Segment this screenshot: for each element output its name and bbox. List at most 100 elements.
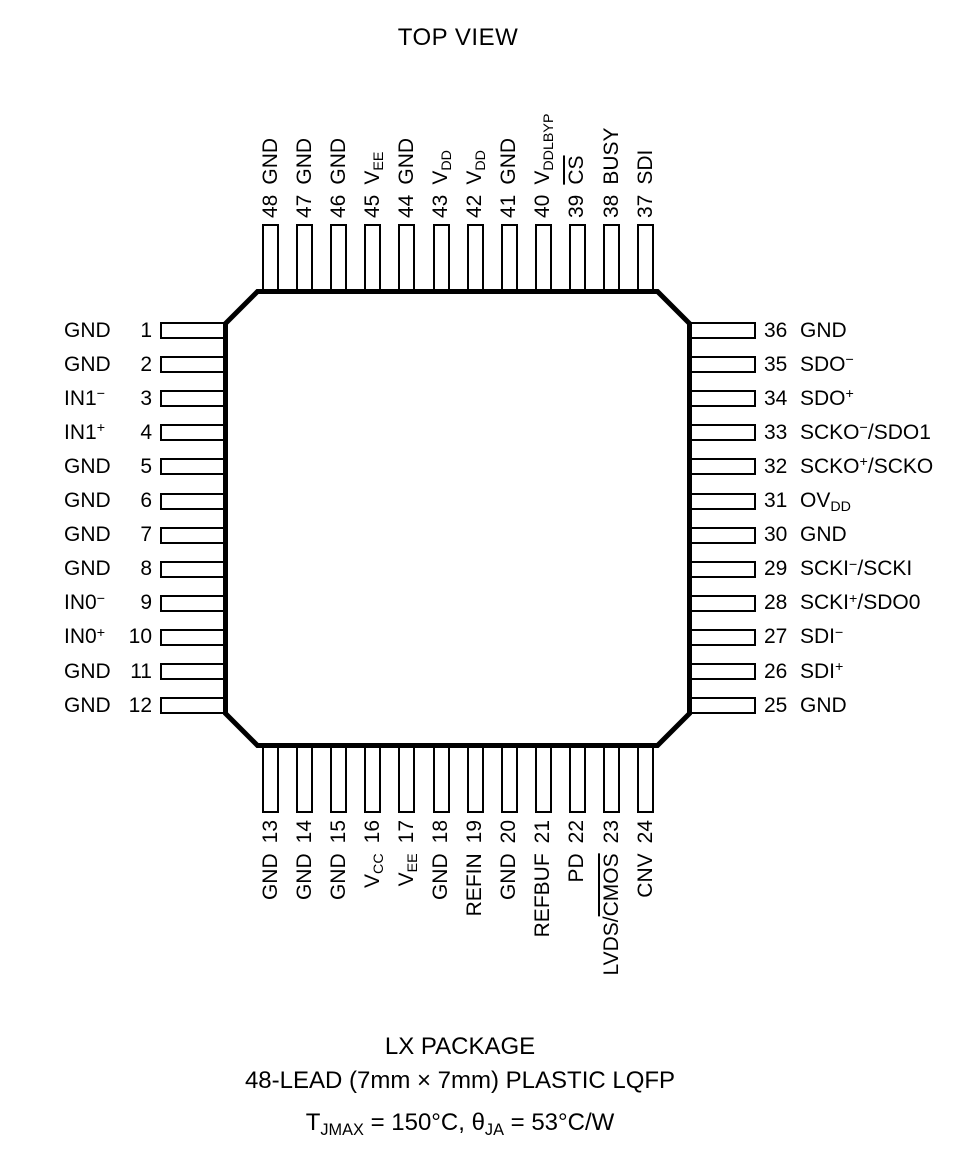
pin-number: 32 — [764, 454, 788, 478]
pin-number: 1 — [140, 318, 152, 342]
pin-stub-39 — [568, 224, 586, 292]
pin-name: GND — [258, 137, 282, 185]
pin-number: 4 — [140, 420, 152, 444]
pin-name: GND — [497, 137, 521, 185]
pin-label-24: CNV24 — [634, 820, 658, 1020]
pin-stub-36 — [688, 322, 756, 339]
pin-name: IN1+ — [64, 420, 106, 444]
pin-number: 37 — [633, 194, 657, 218]
pin-stub-1 — [160, 322, 228, 339]
pin-name: SDI+ — [800, 659, 844, 683]
pin-name: SDO+ — [800, 386, 854, 410]
pin-label-10: IN0+ 10 — [64, 624, 152, 650]
pin-stub-23 — [603, 745, 620, 813]
pin-number: 43 — [429, 194, 452, 218]
package-name: LX PACKAGE — [384, 1033, 536, 1060]
pin-number: 35 — [764, 352, 788, 376]
pin-name: SCKO+/SCKO — [800, 454, 934, 478]
pin-name: VEE — [360, 151, 387, 185]
pin-label-46: 46GND — [327, 18, 351, 218]
pin-label-16: VCC16 — [361, 820, 387, 1020]
pin-stub-20 — [500, 745, 518, 813]
pin-stub-25 — [688, 697, 756, 715]
pin-number: 42 — [463, 194, 487, 218]
pin-name: GND — [292, 853, 316, 901]
pin-label-47: 47GND — [293, 18, 317, 218]
pin-number: 40 — [531, 194, 555, 218]
pin-number: 6 — [140, 489, 152, 512]
pin-number: 10 — [128, 625, 152, 649]
pin-stub-43 — [432, 224, 450, 292]
pin-stub-32 — [688, 458, 756, 476]
pin-number: 22 — [565, 820, 589, 844]
pin-name: GND — [258, 853, 282, 901]
pin-stub-40 — [534, 224, 552, 292]
pin-number: 44 — [394, 194, 418, 218]
pin-number: 21 — [531, 820, 555, 844]
pin-number: 8 — [140, 557, 152, 581]
pin-stub-35 — [688, 356, 756, 374]
pin-stub-24 — [637, 745, 655, 813]
pin-stub-8 — [160, 560, 228, 578]
pin-label-19: REFIN19 — [463, 820, 487, 1020]
pin-number: 46 — [326, 194, 350, 218]
pin-label-6: GND 6 — [64, 488, 152, 514]
pin-label-44: 44 GND — [395, 18, 419, 218]
pin-number: 24 — [633, 820, 657, 844]
pin-number: 2 — [140, 352, 152, 376]
pin-number: 30 — [764, 523, 788, 547]
pin-label-23: LVDS/CMOS23 — [600, 820, 624, 1020]
pin-stub-14 — [296, 745, 314, 813]
pin-stub-7 — [160, 526, 228, 544]
pin-name: IN0+ — [64, 624, 106, 649]
pin-number: 9 — [140, 591, 152, 615]
pin-name: GND — [394, 137, 418, 185]
pin-stub-30 — [688, 526, 756, 544]
pin-number: 25 — [764, 693, 788, 717]
pin-label-3: IN1−3 — [64, 386, 152, 412]
pin-stub-38 — [603, 224, 620, 292]
pin-name: SCKI−/SCKI — [800, 556, 913, 581]
pin-number: 33 — [764, 420, 788, 444]
pin-label-9: IN0− 9 — [64, 590, 152, 616]
pin-label-40: 40VDDLBYP — [531, 18, 557, 218]
pin-stub-3 — [160, 390, 228, 408]
pin-stub-6 — [160, 492, 228, 510]
pin-number: 26 — [764, 659, 788, 683]
pin-number: 41 — [497, 194, 521, 218]
diagram-title: TOP VIEW — [397, 24, 519, 51]
pin-label-26: 26 SDI+ — [764, 659, 843, 685]
pin-number: 18 — [429, 820, 452, 844]
pin-name: GND — [429, 853, 452, 901]
pin-name: GND — [326, 853, 350, 901]
pin-stub-11 — [160, 663, 228, 680]
pin-name: GND — [64, 489, 111, 512]
pin-name: IN0− — [64, 590, 106, 615]
pin-name: GND — [800, 523, 847, 547]
pin-label-17: VEE17 — [395, 820, 421, 1020]
pin-number: 19 — [463, 820, 487, 844]
pin-label-20: GND20 — [497, 820, 521, 1020]
chip-body — [223, 289, 692, 748]
pin-number: 23 — [599, 820, 623, 844]
pin-number: 38 — [599, 194, 623, 218]
pin-name: GND — [64, 659, 111, 683]
pin-name: GND — [64, 557, 111, 581]
pin-stub-5 — [160, 458, 228, 476]
pin-label-45: 45VEE — [360, 18, 387, 218]
pin-stub-47 — [296, 224, 314, 292]
pin-name: GND — [64, 352, 111, 376]
pin-number: 28 — [764, 591, 788, 615]
pin-name: BUSY — [599, 127, 623, 185]
pin-number: 15 — [326, 820, 350, 844]
